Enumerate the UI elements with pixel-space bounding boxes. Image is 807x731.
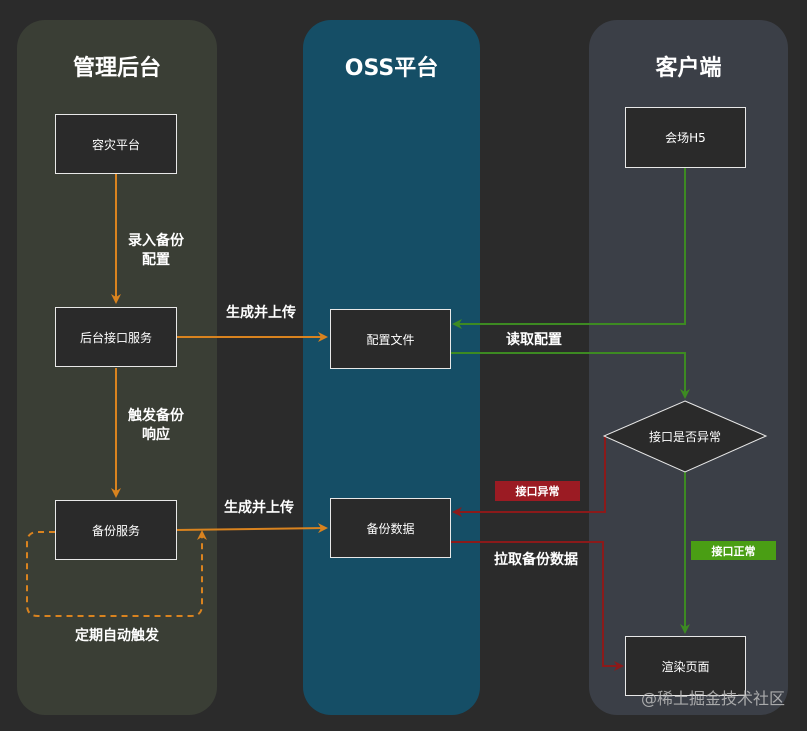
edge-backup-service-to-data [175, 523, 328, 534]
edge-config-to-check [450, 352, 690, 399]
edge-h5-to-config [452, 168, 686, 329]
node-disaster-platform: 容灾平台 [55, 114, 177, 174]
label-trigger-backup: 触发备份 响应 [128, 408, 184, 443]
node-backend-api: 后台接口服务 [55, 307, 177, 367]
label-read-config: 读取配置 [506, 332, 562, 348]
decision-diamond-shape [602, 400, 768, 473]
node-config-file: 配置文件 [330, 309, 451, 369]
tag-api-normal: 接口正常 [691, 541, 776, 560]
tag-api-error: 接口异常 [495, 481, 580, 501]
lane-admin-title: 管理后台 [72, 56, 161, 81]
node-venue-h5: 会场H5 [625, 107, 746, 168]
edge-check-to-backup-data [452, 436, 606, 517]
edge-backup-data-to-render [450, 541, 624, 671]
node-render-page: 渲染页面 [625, 636, 746, 696]
label-gen-upload-1: 生成并上传 [226, 305, 296, 321]
label-fetch-backup: 拉取备份数据 [494, 552, 578, 568]
node-backup-data: 备份数据 [330, 498, 451, 558]
label-scheduled-trigger: 定期自动触发 [75, 628, 159, 644]
label-enter-backup: 录入备份 配置 [128, 233, 184, 268]
lane-client-title: 客户端 [655, 56, 722, 81]
label-gen-upload-2: 生成并上传 [224, 500, 294, 516]
node-api-check: 接口是否异常 [648, 430, 721, 444]
edge-scheduled-loop [26, 530, 207, 617]
watermark: @稀土掘金技术社区 [640, 689, 785, 708]
node-backup-service: 备份服务 [55, 500, 177, 560]
lane-oss-title: OSS平台 [344, 56, 439, 81]
